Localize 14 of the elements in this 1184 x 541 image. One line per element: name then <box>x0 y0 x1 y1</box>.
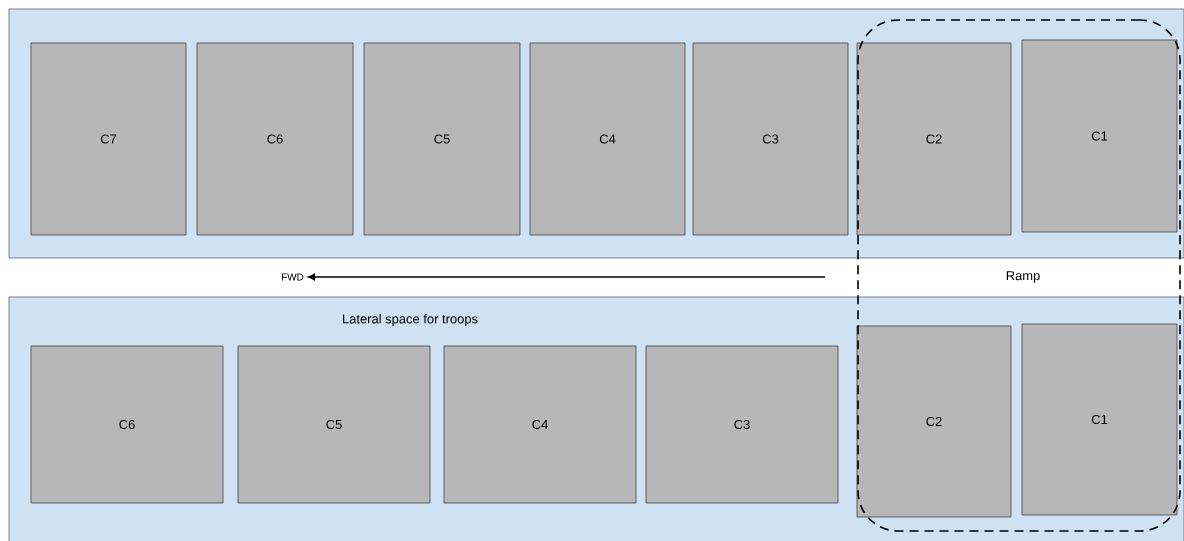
vehicle-box: C5 <box>237 345 431 504</box>
vehicle-box: C1 <box>1021 39 1178 233</box>
vehicle-box: C2 <box>856 325 1012 518</box>
vehicle-box: C5 <box>363 42 521 236</box>
vehicle-box: C6 <box>30 345 224 504</box>
vehicle-box: C3 <box>645 345 839 504</box>
direction-label: FWD <box>281 273 304 281</box>
vehicle-box: C4 <box>529 42 686 236</box>
vehicle-box: C6 <box>196 42 354 236</box>
vehicle-box: C1 <box>1021 323 1178 516</box>
vehicle-box: C2 <box>856 42 1012 236</box>
vehicle-box: C7 <box>30 42 187 236</box>
vehicle-box: C3 <box>692 42 849 236</box>
vehicle-box: C4 <box>443 345 637 504</box>
